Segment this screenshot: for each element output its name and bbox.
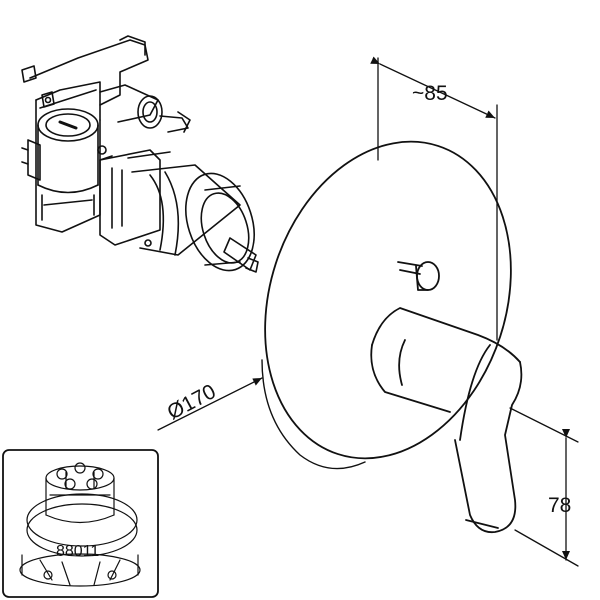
cover-plate (261, 140, 512, 470)
depth-dimension-label: ~85 (412, 82, 448, 105)
diverter-knob (397, 261, 440, 291)
lever-height-dimension-label: 78 (548, 494, 571, 517)
diameter-dimension (157, 377, 263, 431)
inset-part-number: 88011 (56, 543, 99, 560)
diameter-dimension-label: Ø170 (164, 380, 220, 424)
lever-handle (370, 307, 523, 534)
inset-box: 88011 (2, 449, 159, 598)
lever-height-dimension (509, 407, 579, 567)
depth-dimension (370, 56, 498, 341)
concealed-valve-body (21, 35, 259, 273)
